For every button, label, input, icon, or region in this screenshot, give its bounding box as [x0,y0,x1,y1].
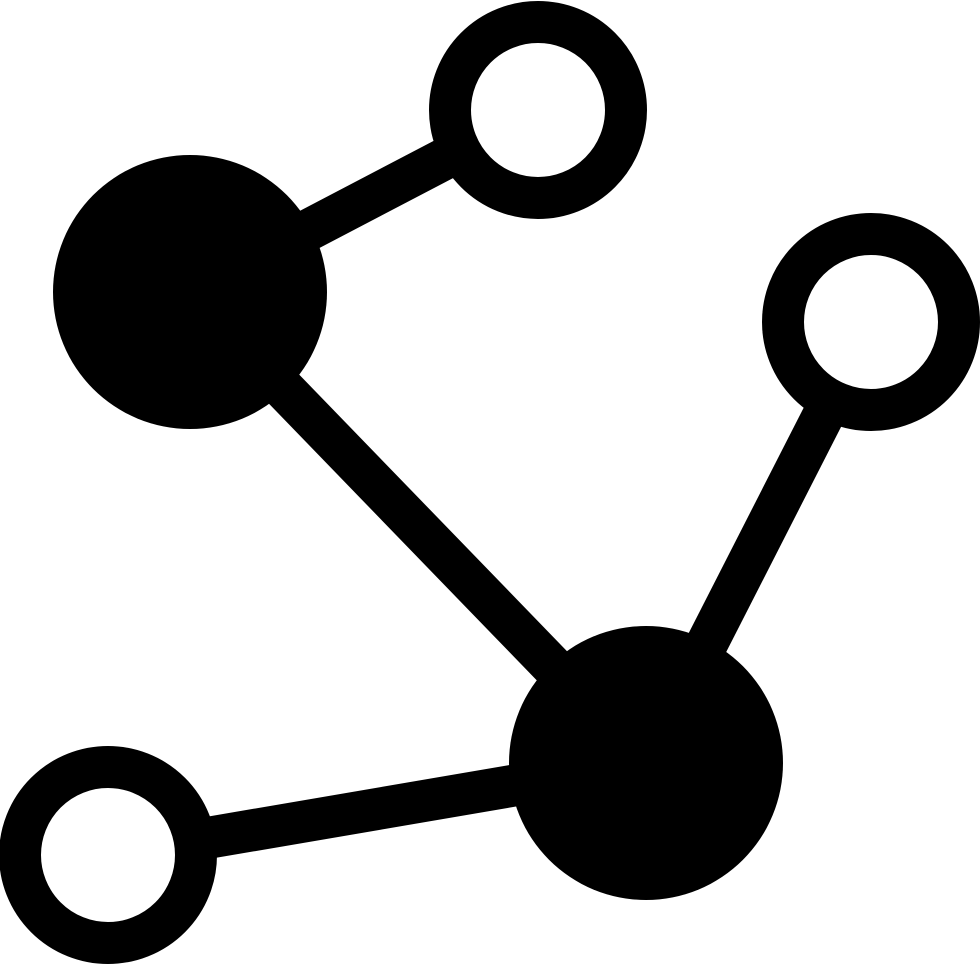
hollow-node [762,213,980,431]
filled-node [509,626,783,900]
hollow-node [429,1,647,219]
filled-node [53,155,327,429]
hollow-node [0,746,217,964]
